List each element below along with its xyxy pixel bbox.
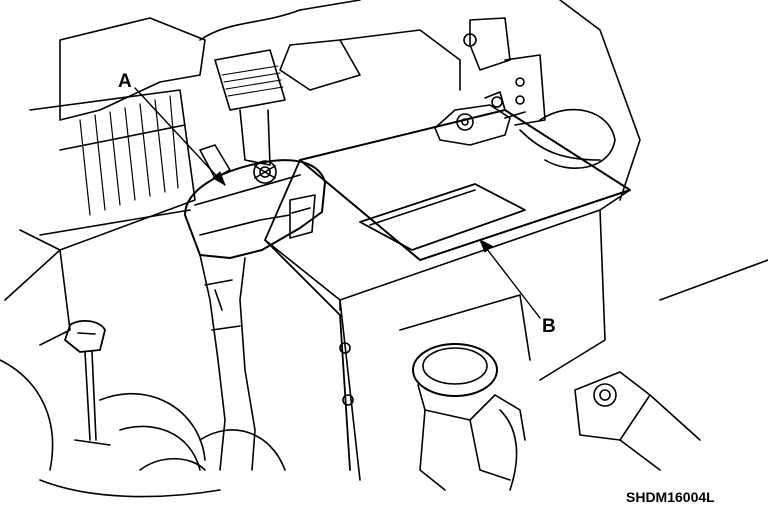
callout-a-leader bbox=[135, 88, 225, 185]
intake-assembly bbox=[200, 0, 640, 200]
callout-b-leader bbox=[480, 240, 540, 318]
negative-terminal-clamp bbox=[435, 92, 525, 145]
callout-a-arrowhead bbox=[213, 172, 225, 185]
terminal-cover bbox=[185, 145, 325, 258]
battery bbox=[265, 110, 630, 480]
callout-b-arrowhead bbox=[480, 240, 492, 252]
reservoir-cap bbox=[413, 344, 525, 490]
callout-label-b: B bbox=[542, 316, 556, 337]
lower-engine-block bbox=[0, 360, 285, 497]
dipstick-handle bbox=[65, 321, 110, 445]
air-cleaner-housing bbox=[5, 18, 205, 345]
figure-code: SHDM16004L bbox=[626, 489, 715, 505]
battery-label-plate bbox=[360, 184, 525, 250]
mounting-bolt bbox=[575, 260, 768, 470]
callout-label-a: A bbox=[118, 71, 132, 92]
battery-cable bbox=[200, 255, 255, 470]
